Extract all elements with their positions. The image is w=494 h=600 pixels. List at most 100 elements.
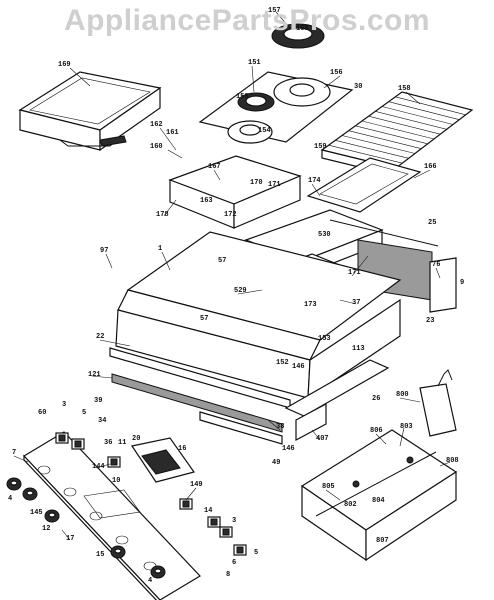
- switch-face: [58, 434, 66, 442]
- knob-cap: [48, 512, 56, 518]
- leader-line: [405, 91, 421, 105]
- range-top-frame: [115, 231, 402, 400]
- switch-face: [236, 546, 244, 554]
- blower-housing: [300, 429, 458, 562]
- callout-16: 16: [178, 445, 187, 453]
- callout-162: 162: [150, 121, 163, 129]
- callout-1: 1: [158, 245, 163, 253]
- leader-line: [61, 529, 71, 541]
- leader-line: [435, 267, 441, 279]
- callout-170: 170: [250, 179, 263, 187]
- callout-30: 30: [354, 83, 363, 91]
- leader-line: [325, 489, 341, 501]
- burner-bowl-large: [273, 77, 331, 107]
- surface-element-small: [237, 92, 275, 112]
- leader-line: [213, 169, 221, 181]
- callout-166: 166: [424, 163, 437, 171]
- leader-line: [185, 487, 197, 501]
- callout-113: 113: [352, 345, 365, 353]
- grate-bar: [328, 144, 403, 164]
- leader-line: [167, 149, 183, 159]
- callout-159: 159: [314, 143, 327, 151]
- leader-line: [159, 127, 177, 151]
- panel-knob-ring: [115, 535, 129, 545]
- grate-bar: [361, 120, 435, 140]
- callout-156: 156: [330, 69, 343, 77]
- callout-157: 157: [268, 7, 281, 15]
- callout-173: 173: [304, 301, 317, 309]
- callout-9: 9: [460, 279, 465, 287]
- callout-25: 25: [428, 219, 437, 227]
- surface-element-large: [271, 23, 325, 49]
- griddle-element: [59, 135, 127, 147]
- callout-151: 151: [248, 59, 261, 67]
- callout-15: 15: [96, 551, 105, 559]
- callout-156a: 158: [296, 25, 309, 33]
- grate-bar: [341, 135, 416, 154]
- panel-window: [83, 489, 141, 519]
- cooktop-plate: [198, 71, 354, 143]
- panel-knob-ring: [37, 465, 51, 475]
- switches: [55, 432, 247, 556]
- leader-line: [99, 339, 131, 347]
- callout-169: 169: [58, 61, 71, 69]
- callout-802: 802: [344, 501, 357, 509]
- callout-7: 7: [12, 449, 17, 457]
- callout-153: 153: [318, 335, 331, 343]
- callout-803: 803: [400, 423, 413, 431]
- leader-line: [439, 461, 451, 467]
- callout-6: 6: [232, 559, 237, 567]
- grate-bar: [335, 140, 409, 159]
- callout-8: 8: [226, 571, 231, 579]
- control-knobs: [6, 477, 166, 579]
- leader-line: [237, 289, 263, 295]
- callout-806: 806: [370, 427, 383, 435]
- callout-146: 146: [292, 363, 305, 371]
- callout-5a: 5: [82, 409, 87, 417]
- callout-149: 149: [190, 481, 203, 489]
- trim-strip: [111, 373, 283, 433]
- switch-face: [74, 440, 82, 448]
- callout-144: 144: [92, 463, 105, 471]
- callout-14: 14: [204, 507, 213, 515]
- callout-150: 150: [236, 93, 249, 101]
- callout-171a: 171: [268, 181, 281, 189]
- callout-39: 39: [94, 397, 103, 405]
- callout-145: 145: [30, 509, 43, 517]
- callout-407: 407: [316, 435, 329, 443]
- callout-3a: 3: [62, 401, 67, 409]
- callout-38: 38: [276, 423, 285, 431]
- callout-49: 49: [272, 459, 281, 467]
- switch-face: [182, 500, 190, 508]
- switch-face: [210, 518, 218, 526]
- callout-97: 97: [100, 247, 109, 255]
- callout-161: 161: [166, 129, 179, 137]
- callout-10: 10: [112, 477, 121, 485]
- knob-cap: [26, 490, 34, 496]
- leader-line: [323, 75, 341, 89]
- callout-12: 12: [42, 525, 51, 533]
- leader-line: [163, 199, 177, 217]
- grill-grate: [320, 91, 474, 177]
- callout-154: 154: [258, 127, 271, 135]
- leader-line: [339, 299, 357, 305]
- callout-805: 805: [322, 483, 335, 491]
- callout-800: 800: [396, 391, 409, 399]
- callout-146b: 146: [282, 445, 295, 453]
- leader-line: [267, 419, 281, 431]
- callout-121: 121: [88, 371, 101, 379]
- callout-22: 22: [96, 333, 105, 341]
- callout-174: 174: [308, 177, 321, 185]
- callout-808: 808: [446, 457, 459, 465]
- callout-20: 20: [132, 435, 141, 443]
- callout-11: 11: [118, 439, 127, 447]
- fan-motor: [419, 369, 457, 437]
- grate-bar: [348, 130, 422, 149]
- lower-trim: [199, 411, 283, 445]
- leader-line: [251, 65, 255, 93]
- bracket-panel: [295, 403, 327, 441]
- callout-23: 23: [426, 317, 435, 325]
- leader-line: [413, 169, 431, 179]
- leader-line: [105, 253, 113, 269]
